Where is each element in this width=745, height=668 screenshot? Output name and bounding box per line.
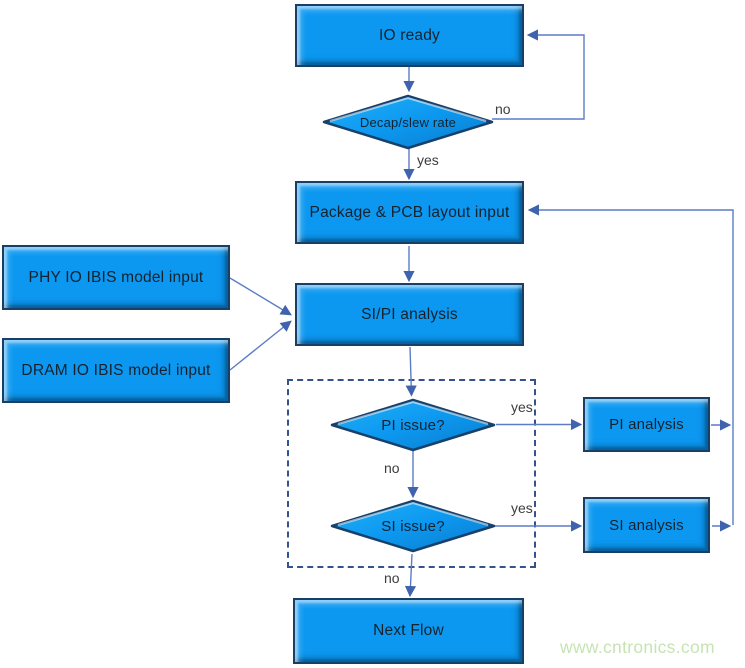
decision-si-issue: SI issue? [330,499,496,553]
node-sipi-analysis: SI/PI analysis [295,283,524,346]
node-dram-ibis-input: DRAM IO IBIS model input [2,338,230,403]
node-si-analysis-label: SI analysis [609,516,684,534]
node-next-flow: Next Flow [293,598,524,664]
node-pi-analysis: PI analysis [583,397,710,452]
edge-label-pi-yes: yes [511,399,533,415]
node-phy-ibis-input-label: PHY IO IBIS model input [28,268,204,286]
node-io-ready: IO ready [295,4,524,67]
node-package-pcb-input: Package & PCB layout input [295,181,524,244]
decision-decap-slew-rate-label: Decap/slew rate [359,114,457,130]
node-package-pcb-input-label: Package & PCB layout input [309,203,510,221]
connector-dram-to-sipi [229,320,292,371]
edge-label-si-no: no [384,570,400,586]
decision-pi-issue-label: PI issue? [381,416,445,434]
decision-pi-issue: PI issue? [330,398,496,452]
node-next-flow-label: Next Flow [373,622,444,639]
node-io-ready-label: IO ready [378,26,441,44]
connector-feedback-to-package [527,204,734,525]
diamond-shape [322,94,494,150]
node-dram-ibis-input-label: DRAM IO IBIS model input [21,361,211,379]
site-watermark: www.cntronics.com [560,637,715,657]
node-sipi-analysis-label: SI/PI analysis [361,305,458,323]
edge-label-si-yes: yes [511,500,533,516]
connector-phy-to-sipi [229,277,292,316]
diamond-shape [330,499,496,553]
node-pi-analysis-label: PI analysis [609,416,684,433]
edge-label-decap-yes: yes [417,152,439,168]
decision-si-issue-label: SI issue? [381,517,445,535]
node-si-analysis: SI analysis [583,497,710,553]
node-phy-ibis-input: PHY IO IBIS model input [2,245,230,310]
diamond-shape [330,398,496,452]
edge-label-pi-no: no [384,460,400,476]
edge-label-decap-no: no [495,101,511,117]
decision-decap-slew-rate: Decap/slew rate [322,94,494,150]
